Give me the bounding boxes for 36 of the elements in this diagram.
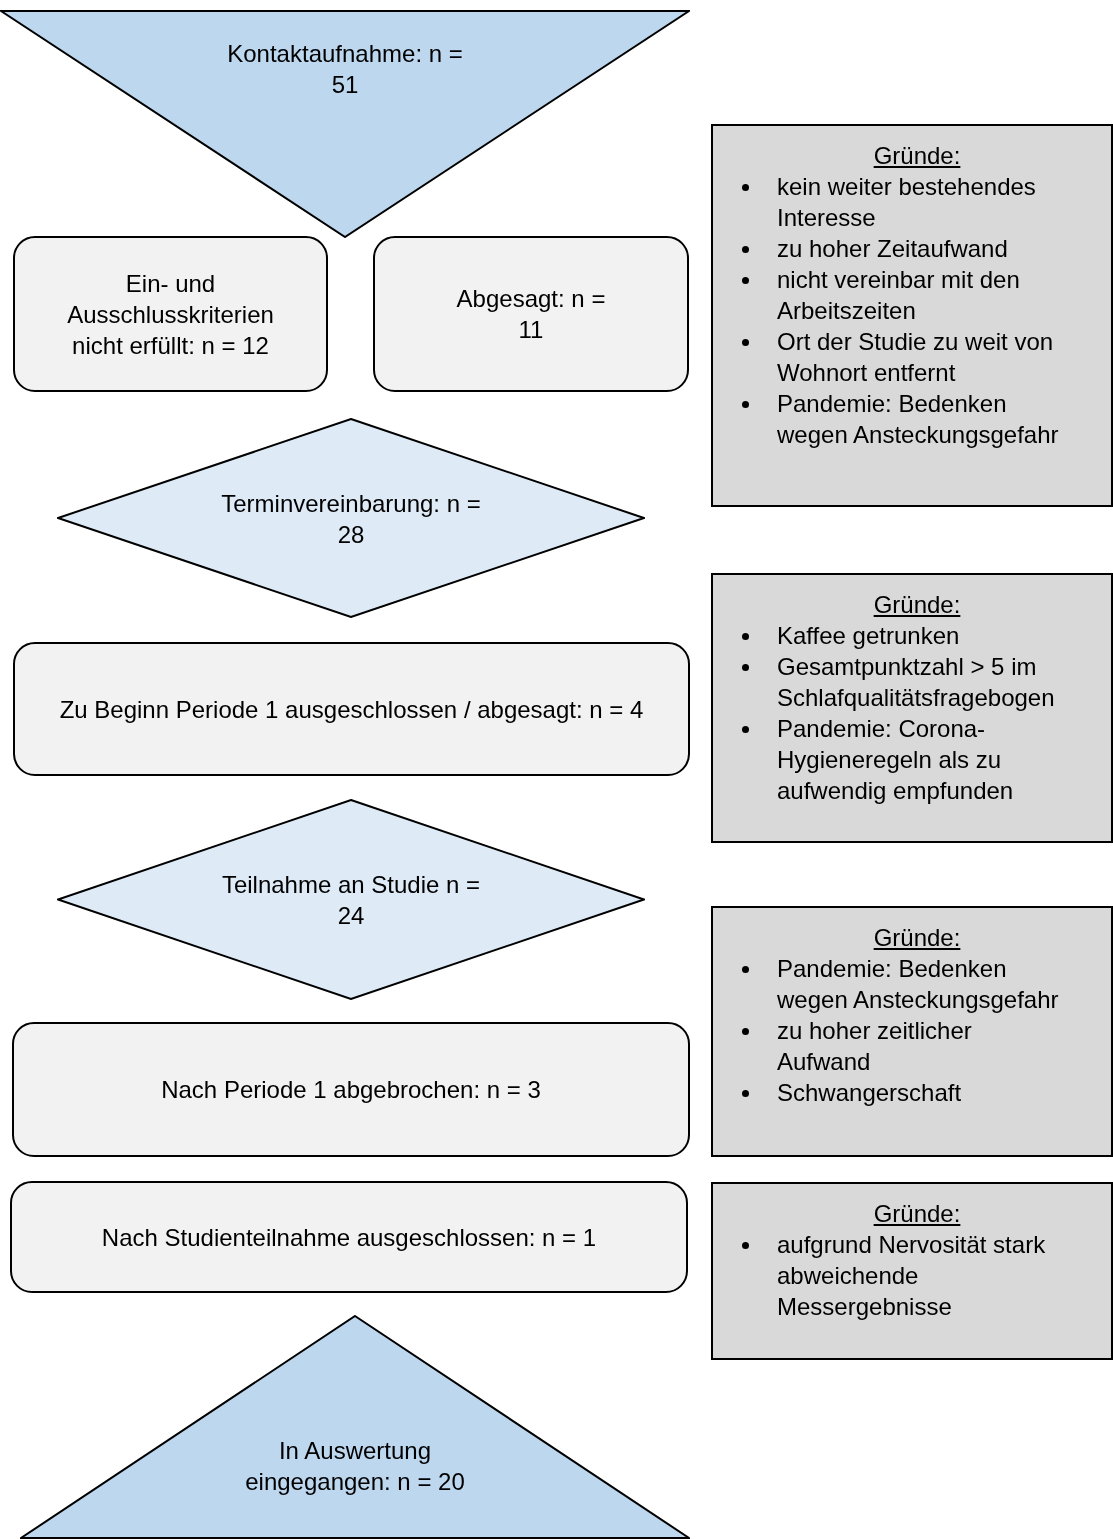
- reason-item: nicht vereinbar mit den Arbeitszeiten: [777, 266, 1020, 324]
- exclusion-box: [13, 642, 690, 776]
- stage-label: Teilnahme an Studie n = 24: [221, 870, 481, 931]
- reason-item: Ort der Studie zu weit von Wohnort entfernt: [777, 328, 1054, 386]
- exclusion-box: [13, 236, 328, 392]
- reasons-heading: Gründe:: [873, 1199, 961, 1229]
- exclusion-label: Nach Studienteilnahme ausgeschlossen: n = 1: [100, 1222, 598, 1253]
- reasons-heading: Gründe:: [873, 923, 961, 953]
- reason-item: aufgrund Nervosität stark abweichende Messergebnisse: [777, 1231, 1046, 1320]
- reasons-heading: Gründe:: [873, 141, 961, 171]
- exclusion-box: [373, 236, 689, 392]
- reason-item: Pandemie: Corona-Hygieneregeln als zu aufwendig empfunden: [777, 715, 1014, 804]
- stage-label: Kontaktaufnahme: n = 51: [226, 39, 464, 100]
- exclusion-box: [12, 1022, 690, 1157]
- exclusion-label: Abgesagt: n = 11: [456, 284, 606, 345]
- reason-item: Gesamtpunktzahl > 5 im Schlafqualitätsfragebogen: [777, 653, 1055, 711]
- stage-triangle: [20, 1315, 690, 1539]
- reasons-heading: Gründe:: [873, 590, 961, 620]
- reasons-panel: [711, 124, 1113, 507]
- reason-item: zu hoher zeitlicher Aufwand: [777, 1017, 972, 1075]
- stage-label: In Auswertung eingegangen: n = 20: [244, 1436, 466, 1497]
- reason-item: zu hoher Zeitaufwand: [777, 235, 1008, 262]
- reason-item: Schwangerschaft: [777, 1079, 962, 1106]
- exclusion-label: Zu Beginn Periode 1 ausgeschlossen / abgesagt: n = 4: [58, 694, 645, 725]
- decision-diamond: [57, 418, 645, 618]
- decision-diamond: [57, 799, 645, 1000]
- stage-label: Terminvereinbarung: n = 28: [221, 489, 481, 550]
- exclusion-box: [10, 1181, 688, 1293]
- exclusion-label: Ein- und Ausschlusskriterien nicht erfüllt: n = 12: [66, 268, 275, 361]
- reason-item: Pandemie: Bedenken wegen Ansteckungsgefahr: [777, 390, 1059, 448]
- reasons-panel: [711, 1182, 1113, 1360]
- reasons-panel: [711, 573, 1113, 843]
- exclusion-label: Nach Periode 1 abgebrochen: n = 3: [160, 1075, 542, 1105]
- stage-triangle: [0, 10, 690, 238]
- reason-item: Kaffee getrunken: [777, 622, 960, 649]
- reasons-panel: [711, 906, 1113, 1157]
